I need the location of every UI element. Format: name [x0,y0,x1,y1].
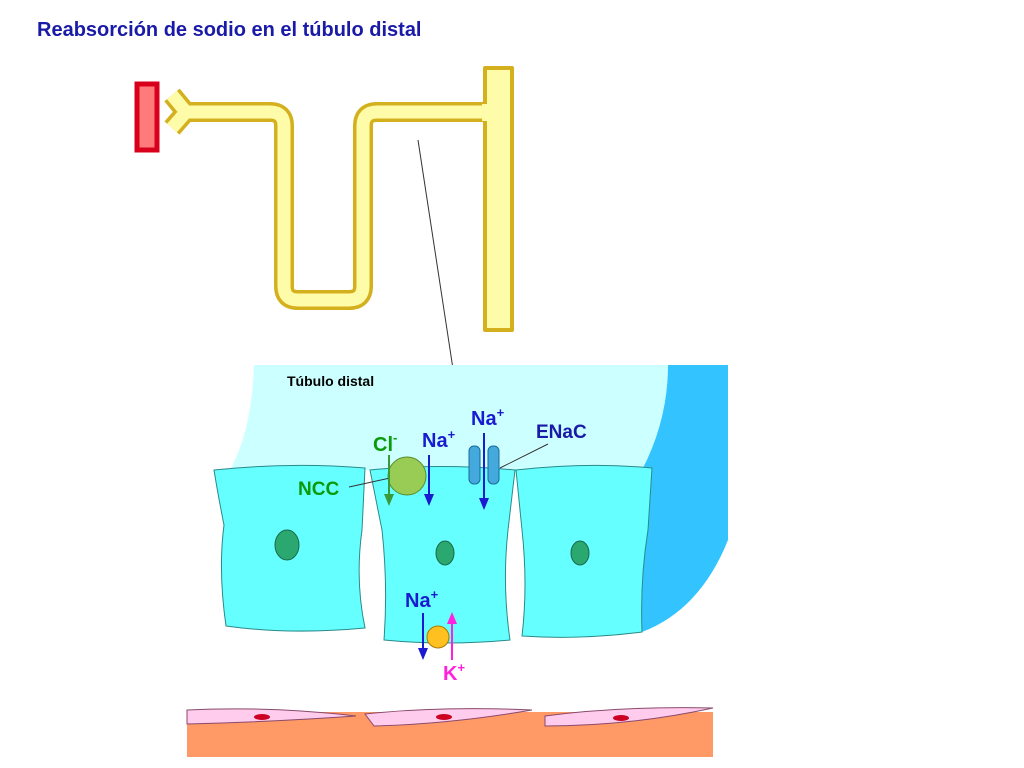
lumen-label: Túbulo distal [287,373,374,389]
na-ncc-arrowhead [424,494,434,506]
ncc-transporter [387,456,427,496]
tubule-lumen [230,365,728,472]
nucleus-left [274,529,300,561]
nucleus-center [435,540,455,566]
enac-channel-right [487,445,500,485]
glomerulus [134,81,160,153]
zoom-pointer-line [417,139,456,383]
ncc-label: NCC [298,479,339,500]
rbc-3 [613,715,629,721]
k-ion-label: K+ [443,660,465,685]
ncc-pointer-line [348,477,391,488]
k-pump-arrowhead [447,612,457,624]
na-pump-arrowhead [418,648,428,660]
enac-label: ENaC [536,422,587,443]
tubule-wall [642,365,728,632]
na-enac-label: Na+ [471,405,505,430]
na-ncc-label: Na+ [422,427,456,452]
cl-ion-label: Cl- [373,430,397,456]
endothelial-cell-3 [544,707,714,727]
page-title: Reabsorción de sodio en el túbulo distal [37,19,422,41]
enac-pointer-line [499,443,549,469]
rbc-1 [254,714,270,720]
na-k-pump [426,625,450,649]
nucleus-right [570,540,590,566]
cl-arrowhead [384,494,394,506]
endothelial-cell-1 [186,708,357,725]
na-pump-label: Na+ [405,587,439,612]
enac-channel-left [468,445,481,485]
rbc-2 [436,714,452,720]
nephron-tubule [164,66,514,332]
na-enac-arrowhead [479,498,489,510]
